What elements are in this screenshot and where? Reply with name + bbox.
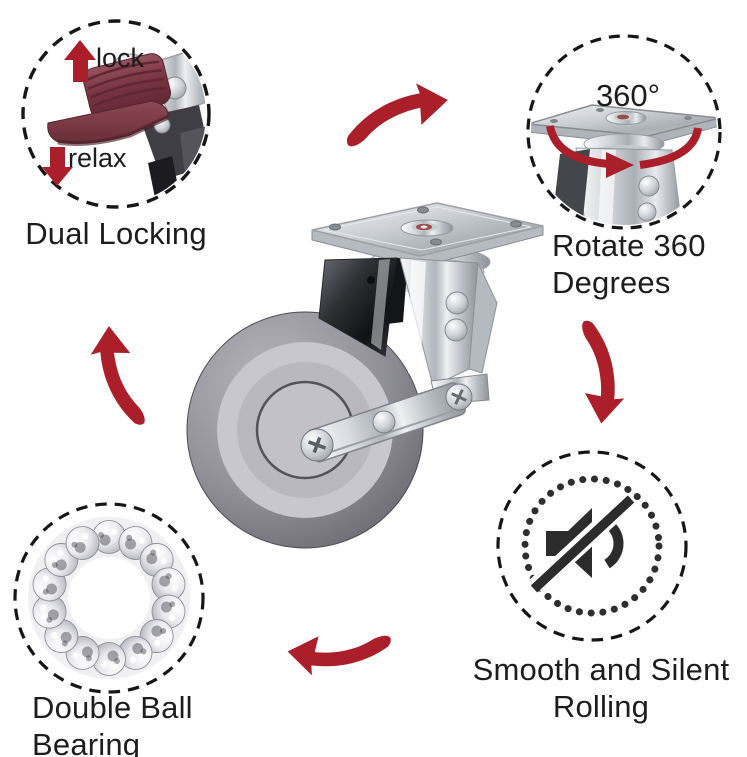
flow-arrow-top-icon <box>346 83 448 147</box>
dashed-circle-icon <box>13 502 205 694</box>
mute-speaker-icon <box>529 494 635 593</box>
ball-bearing-badge <box>13 502 205 694</box>
double-ball-bearing-label-line1: Double Ball <box>32 690 193 725</box>
double-ball-bearing-label-line2: Bearing <box>32 727 141 757</box>
dotted-ring <box>521 475 663 617</box>
rotate-360-label: Rotate 360 Degrees <box>552 227 742 301</box>
smooth-silent-label: Smooth and Silent Rolling <box>456 651 746 725</box>
flow-arrow-right-icon <box>582 320 625 424</box>
caster-wheel <box>186 311 424 549</box>
dual-locking-badge: lock relax <box>21 19 211 209</box>
rotation-arrow-icon <box>546 125 702 178</box>
smooth-silent-label-line1: Smooth and Silent <box>472 652 730 687</box>
dashed-circle-icon <box>526 34 722 230</box>
swivel-plate-photo <box>531 104 717 225</box>
double-ball-bearing-label: Double Ball Bearing <box>32 689 252 757</box>
relax-annotation: relax <box>68 143 127 173</box>
rotate-360-label-line2: Degrees <box>552 265 671 300</box>
spring-arm <box>300 382 473 463</box>
dashed-circle-icon <box>496 450 688 642</box>
rotate-360-label-line1: Rotate 360 <box>552 228 706 263</box>
smooth-silent-label-line2: Rolling <box>552 689 650 724</box>
dashed-circle-icon <box>21 19 211 209</box>
lock-up-arrow-icon <box>64 40 96 82</box>
fork-rivet <box>445 291 469 315</box>
silent-rolling-badge <box>496 450 688 642</box>
degree-badge: 360° <box>596 78 660 113</box>
relax-down-arrow-icon <box>42 147 73 186</box>
rotate-360-badge: 360° <box>526 34 722 230</box>
lock-annotation: lock <box>96 43 145 73</box>
dual-locking-label: Dual Locking <box>25 216 207 251</box>
flow-arrow-left-icon <box>90 326 145 425</box>
flow-arrow-bottom-icon <box>287 635 391 676</box>
mounting-plate <box>311 202 544 268</box>
caster-product-image <box>186 202 544 549</box>
swivel-fork <box>318 257 498 405</box>
fork-rivet <box>444 318 468 342</box>
